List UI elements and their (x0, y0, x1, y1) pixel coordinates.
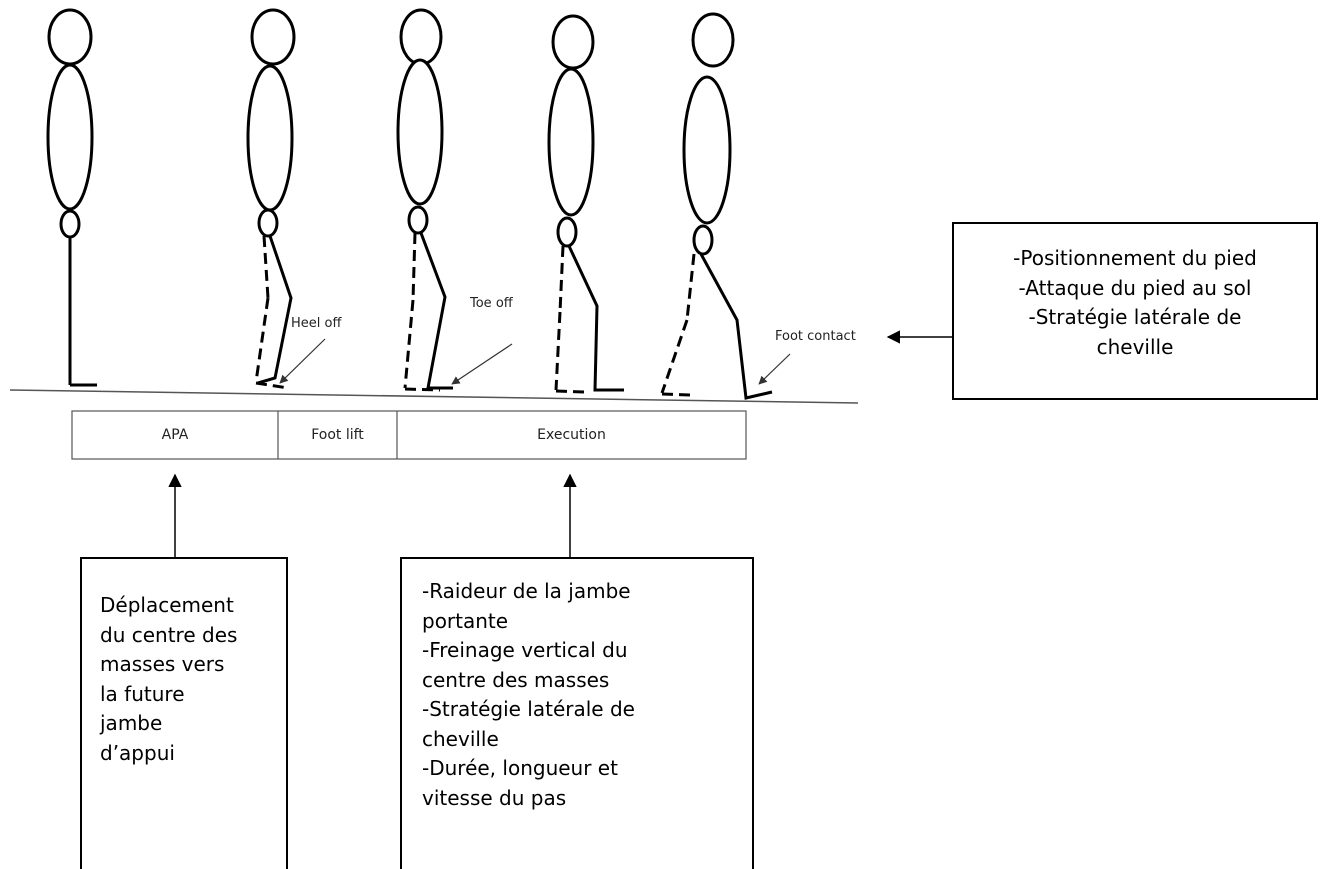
toe-off-arrow (451, 343, 513, 385)
box-line: Déplacement (100, 593, 234, 617)
box-line: vitesse du pas (422, 785, 567, 810)
stick-figure-execution (547, 14, 624, 394)
box-line: portante (422, 608, 509, 633)
box-line: masses vers (100, 652, 225, 676)
execution-info-box: -Raideur de la jambe portante -Freinage … (400, 557, 754, 869)
heel-off-label: Heel off (291, 316, 342, 331)
foot-contact-arrow (758, 353, 791, 385)
apa-info-box: Déplacement du centre des masses vers la… (80, 557, 288, 869)
box-line: -Freinage vertical du (422, 638, 628, 662)
box-line: -Raideur de la jambe (422, 579, 631, 603)
stick-figure-standing (46, 8, 97, 387)
box-line: centre des masses (422, 667, 610, 692)
box-line: -Stratégie latérale de (422, 697, 635, 721)
foot-contact-info-box: -Positionnement du pied -Attaque du pied… (952, 222, 1318, 400)
stick-figure-toe-off (396, 8, 453, 392)
box-line: -Attaque du pied au sol (1018, 275, 1252, 300)
stick-figure-foot-contact (660, 12, 773, 400)
box-line: d’appui (100, 740, 175, 765)
phase-execution: Execution (537, 427, 606, 443)
foot-contact-label: Foot contact (775, 329, 856, 344)
ground-line (9, 389, 859, 404)
box-line: la future (100, 681, 185, 706)
box-line: cheville (1096, 334, 1174, 359)
box-line: -Durée, longueur et (422, 756, 618, 780)
box-line: cheville (422, 726, 499, 751)
phase-foot-lift: Foot lift (311, 427, 364, 443)
stick-figure-heel-off (246, 8, 296, 390)
phase-bar (71, 410, 747, 460)
box-line: jambe (100, 711, 163, 735)
box-line: du centre des (100, 622, 238, 647)
toe-off-label: Toe off (470, 296, 513, 311)
phase-apa: APA (161, 427, 189, 443)
box-line: -Positionnement du pied (1013, 246, 1257, 270)
box-line: -Stratégie latérale de (1028, 305, 1242, 329)
heel-off-arrow (279, 338, 326, 384)
